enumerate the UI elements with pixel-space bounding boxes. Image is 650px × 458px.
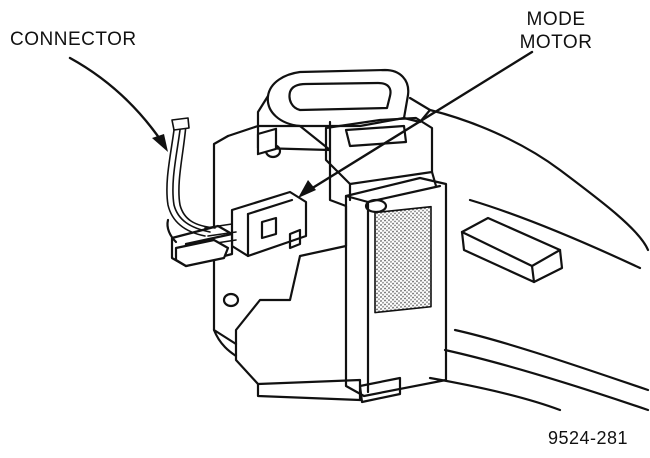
motor-label: MOTOR xyxy=(519,32,593,53)
top-duct xyxy=(256,68,432,152)
arrowheads xyxy=(152,134,316,198)
leader-lines xyxy=(68,50,534,194)
connector-clip xyxy=(174,238,230,268)
mode-label: MODE xyxy=(526,9,586,30)
grille-frame xyxy=(344,176,448,398)
housing-right-side xyxy=(428,108,650,412)
main-housing-panel xyxy=(212,124,362,402)
connector-arrowhead xyxy=(152,134,168,152)
connector-leader xyxy=(68,56,164,144)
mode-motor-arrowhead xyxy=(298,180,316,198)
figure-number: 9524-281 xyxy=(548,428,629,448)
connector-label: CONNECTOR xyxy=(10,29,137,50)
housing-foot xyxy=(256,376,402,404)
housing-stub xyxy=(460,216,564,284)
mode-motor-leader xyxy=(304,50,534,194)
mode-motor xyxy=(230,127,308,258)
grille-mesh xyxy=(374,205,432,314)
